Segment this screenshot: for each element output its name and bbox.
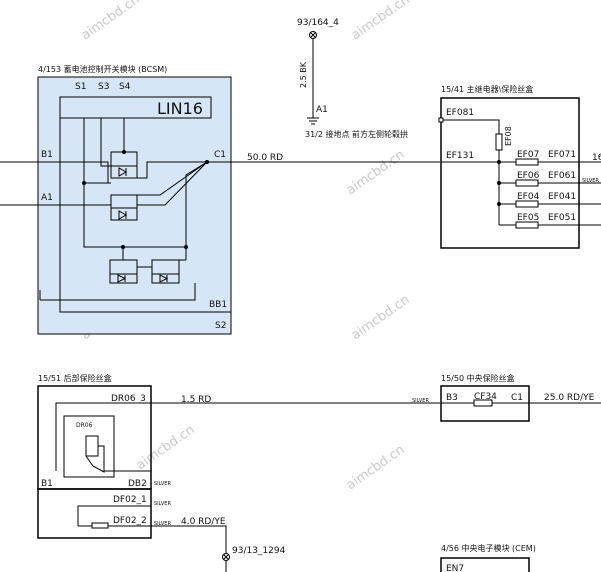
rear-label-df02-1: DF02_1 [113,495,147,505]
watermark: aimcbd.cn [349,292,413,343]
fuse-ef071-label: EF071 [548,150,576,160]
cem-module-box [440,557,530,572]
relay-junction-dots [497,160,501,206]
fuse-ef06-label: EF06 [517,171,540,181]
watermark: aimcbd.cn [344,147,408,198]
relay-fuse-box [440,97,580,249]
watermark: aimcbd.cn [134,422,198,473]
ground-symbol-bottom [222,553,230,561]
lin16-block [59,96,212,119]
central-box-title: 15/50 中央保险丝盒 [441,373,515,383]
central-box-wiring [441,399,601,407]
relay-right-wire-label: 16 [592,153,601,163]
wire-1-5-label: 1.5 RD [181,395,211,405]
cem-pin-en7: EN7 [446,564,464,572]
central-fuse-cf34: CF34 [474,392,497,402]
fuse-ef051-label: EF051 [548,213,576,223]
watermark: aimcbd.cn [79,0,143,43]
relay-label-ef081: EF081 [446,108,474,118]
cem-title: 4/56 中央电子模块 (CEM) [441,543,536,553]
fuse-ef061-label: EF061 [548,171,576,181]
bcsm-pin-bb1: BB1 [209,300,227,310]
ground-wire-label: 2.5 BK [299,61,308,88]
rear-label-b1: B1 [41,479,53,489]
relay-silver-label: SILVER [582,178,599,184]
ground-top-ref: 93/164_4 [297,18,339,28]
bcsm-pin-s4: S4 [119,82,131,92]
relay-label-ef08: EF08 [504,126,513,146]
silver-label-df02-1: SILVER [154,501,171,507]
bcsm-pin-s3: S3 [98,82,109,92]
bcsm-pin-b1: B1 [41,150,53,160]
central-pin-b3: B3 [446,393,458,403]
rear-label-dr06-3: DR06_3 [111,394,146,404]
wire-4-0-label: 4.0 RD/YE [181,517,226,527]
ground-pin-a1: A1 [316,105,328,115]
rear-box-title: 15/51 后部保险丝盒 [38,373,112,383]
silver-label-df02-2: SILVER [154,521,171,527]
main-wire-label: 50.0 RD [247,153,283,163]
bcsm-internal-wiring [0,118,440,313]
bcsm-pin-a1: A1 [41,193,53,203]
bcsm-diodes [117,167,169,283]
fuse-ef08-icon [495,133,503,151]
bcsm-junction-dots [82,150,209,249]
bcsm-title: 4/153 蓄电池控制开关模块 (BCSM) [38,64,167,74]
fuse-ef041-label: EF041 [548,192,576,202]
relay-box-title: 15/41 主继电器\保险丝盒 [441,84,533,94]
watermark: aimcbd.cn [344,442,408,493]
lin16-label: LIN16 [157,99,203,118]
rear-box-wiring [55,402,440,572]
fuse-ef07-label: EF07 [517,150,539,160]
silver-label-b3: SILVER [412,398,429,404]
bcsm-pin-c1: C1 [214,150,226,160]
ground-bottom-ref: 93/13_1294 [232,546,286,556]
relay-label-ef131: EF131 [446,151,474,161]
relay-terminal [438,117,444,123]
relay-box-wiring [441,119,601,229]
ground-location-label: 31/2 接地点 前方左侧轮毂拱 [305,129,408,139]
ground-earth-icon [307,117,319,125]
central-out-wire-label: 25.0 RD/YE [544,393,595,403]
fuse-ef04-label: EF04 [517,192,540,202]
central-pin-c1: C1 [511,393,523,403]
bcsm-pin-s2: S2 [215,321,226,331]
fuse-ef05-label: EF05 [517,213,539,223]
rear-label-dr06: DR06 [76,422,93,429]
watermark: aimcbd.cn [349,0,413,43]
bcsm-pin-s1: S1 [75,82,86,92]
rear-label-df02-2: DF02_2 [113,516,147,526]
ground-symbol-top [309,31,317,39]
silver-label-db2: SILVER [154,481,171,487]
rear-label-db2: DB2 [128,479,147,489]
rear-fuse-box-lower [37,488,152,539]
